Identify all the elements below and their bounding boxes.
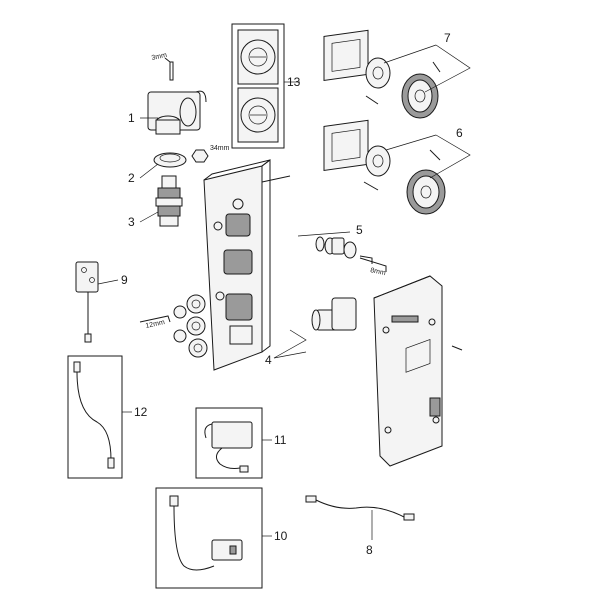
part-4-fittings: [173, 294, 208, 358]
part-12-cable: [67, 355, 123, 479]
callout-4: 4: [265, 353, 272, 367]
part-1-valve-unit: [147, 57, 207, 135]
callout-8: 8: [366, 543, 373, 557]
hex-key-12mm: [139, 315, 171, 323]
callout-6: 6: [456, 126, 463, 140]
part-3-cartridge: [155, 175, 183, 227]
callout-5: 5: [356, 223, 363, 237]
dim-34mm-label: 34mm: [210, 145, 230, 152]
part-8-cable: [305, 495, 415, 521]
dim-3mm-label: 3mm: [151, 52, 168, 62]
part-7-trim-set: [323, 29, 441, 119]
part-2-nut: [153, 149, 209, 168]
callout-11: 11: [274, 433, 287, 447]
dim-12mm-label: 12mm: [145, 319, 166, 330]
main-valve-body: [203, 159, 291, 371]
callout-1: 1: [128, 111, 135, 125]
part-9-sensor: [75, 261, 99, 343]
part-13-cover-plate: [231, 23, 285, 149]
part-11-battery: [195, 407, 263, 479]
part-6-trim-set: [323, 119, 446, 215]
callout-10: 10: [274, 529, 288, 543]
mounting-plate: [373, 275, 443, 467]
callout-3: 3: [128, 215, 135, 229]
part-5-valve-insert: [315, 236, 373, 264]
callout-9: 9: [121, 273, 128, 287]
callout-12: 12: [134, 405, 148, 419]
callout-2: 2: [128, 171, 135, 185]
part-10-power-supply: [155, 487, 263, 589]
callout-13: 13: [287, 75, 301, 89]
part-4-diverter: [311, 297, 357, 331]
callout-7: 7: [444, 31, 451, 45]
dim-8mm-label: 8mm: [370, 267, 387, 277]
hex-key-8mm: [359, 257, 387, 272]
